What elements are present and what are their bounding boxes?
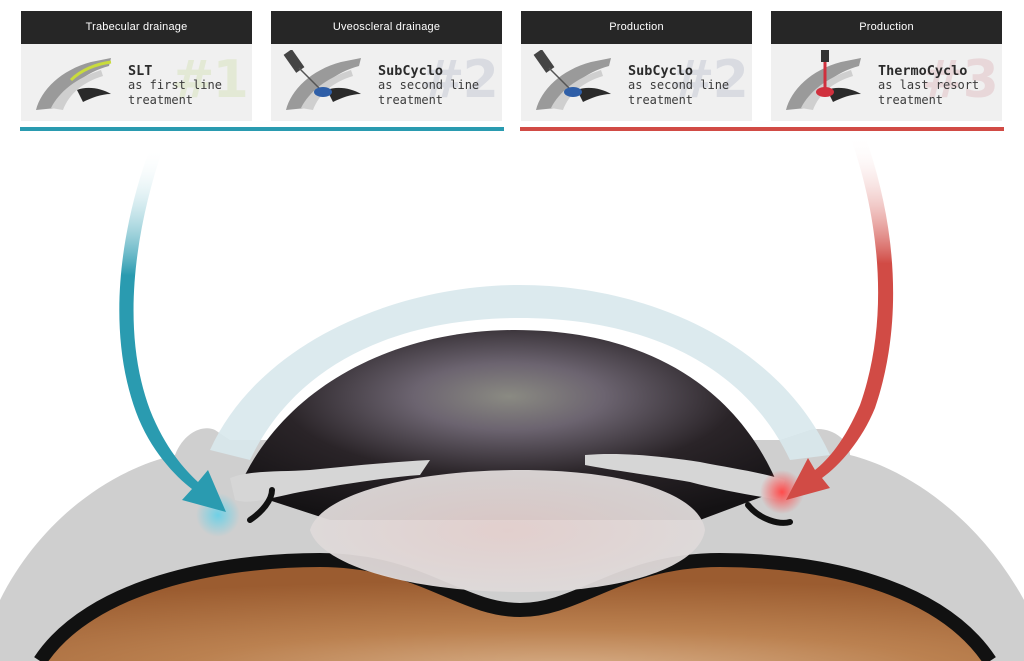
card-subtitle: as second line treatment xyxy=(378,78,480,107)
thermocyclo-probe-icon xyxy=(786,50,861,110)
treatment-card-slt: Trabecular drainage #1 SLT as first line… xyxy=(21,11,252,121)
card-title: SLT xyxy=(128,63,153,79)
cornea xyxy=(210,285,830,460)
card-header: Trabecular drainage xyxy=(21,11,252,44)
card-title: SubCyclo xyxy=(628,63,694,79)
subcyclo-probe-icon xyxy=(283,50,361,110)
card-subtitle: as second line treatment xyxy=(628,78,730,107)
ciliary-tissue-right xyxy=(585,453,785,500)
card-header: Uveoscleral drainage xyxy=(271,11,502,44)
lens xyxy=(310,470,705,592)
priority-number: #2 xyxy=(421,50,499,110)
ciliary-tissue-left xyxy=(230,460,430,502)
card-subtitle: as last resort treatment xyxy=(878,78,980,107)
production-target-glow xyxy=(760,470,804,514)
card-subtitle: as first line treatment xyxy=(128,78,222,107)
priority-number: #2 xyxy=(671,50,749,110)
treatment-card-subcyclo-uveoscleral: Uveoscleral drainage #2 SubCyclo as seco… xyxy=(271,11,502,121)
card-title: SubCyclo xyxy=(378,63,444,79)
subcyclo-probe-icon xyxy=(533,50,611,110)
drainage-arrow xyxy=(119,148,226,512)
production-group-line xyxy=(520,127,1004,131)
production-arrow xyxy=(786,136,894,500)
drainage-group-line xyxy=(20,127,504,131)
iris-rim xyxy=(34,552,996,661)
priority-number: #1 xyxy=(171,50,249,110)
card-header: Production xyxy=(771,11,1002,44)
treatment-card-subcyclo-production: Production #2 SubCyclo as second line tr… xyxy=(521,11,752,121)
priority-number: #3 xyxy=(921,50,999,110)
treatment-card-thermocyclo: Production #3 ThermoCyclo as last resort… xyxy=(771,11,1002,121)
laser-beam-icon xyxy=(36,58,112,110)
angle-left xyxy=(247,487,275,523)
card-header: Production xyxy=(521,11,752,44)
angle-right xyxy=(745,502,793,526)
card-title: ThermoCyclo xyxy=(878,63,968,79)
